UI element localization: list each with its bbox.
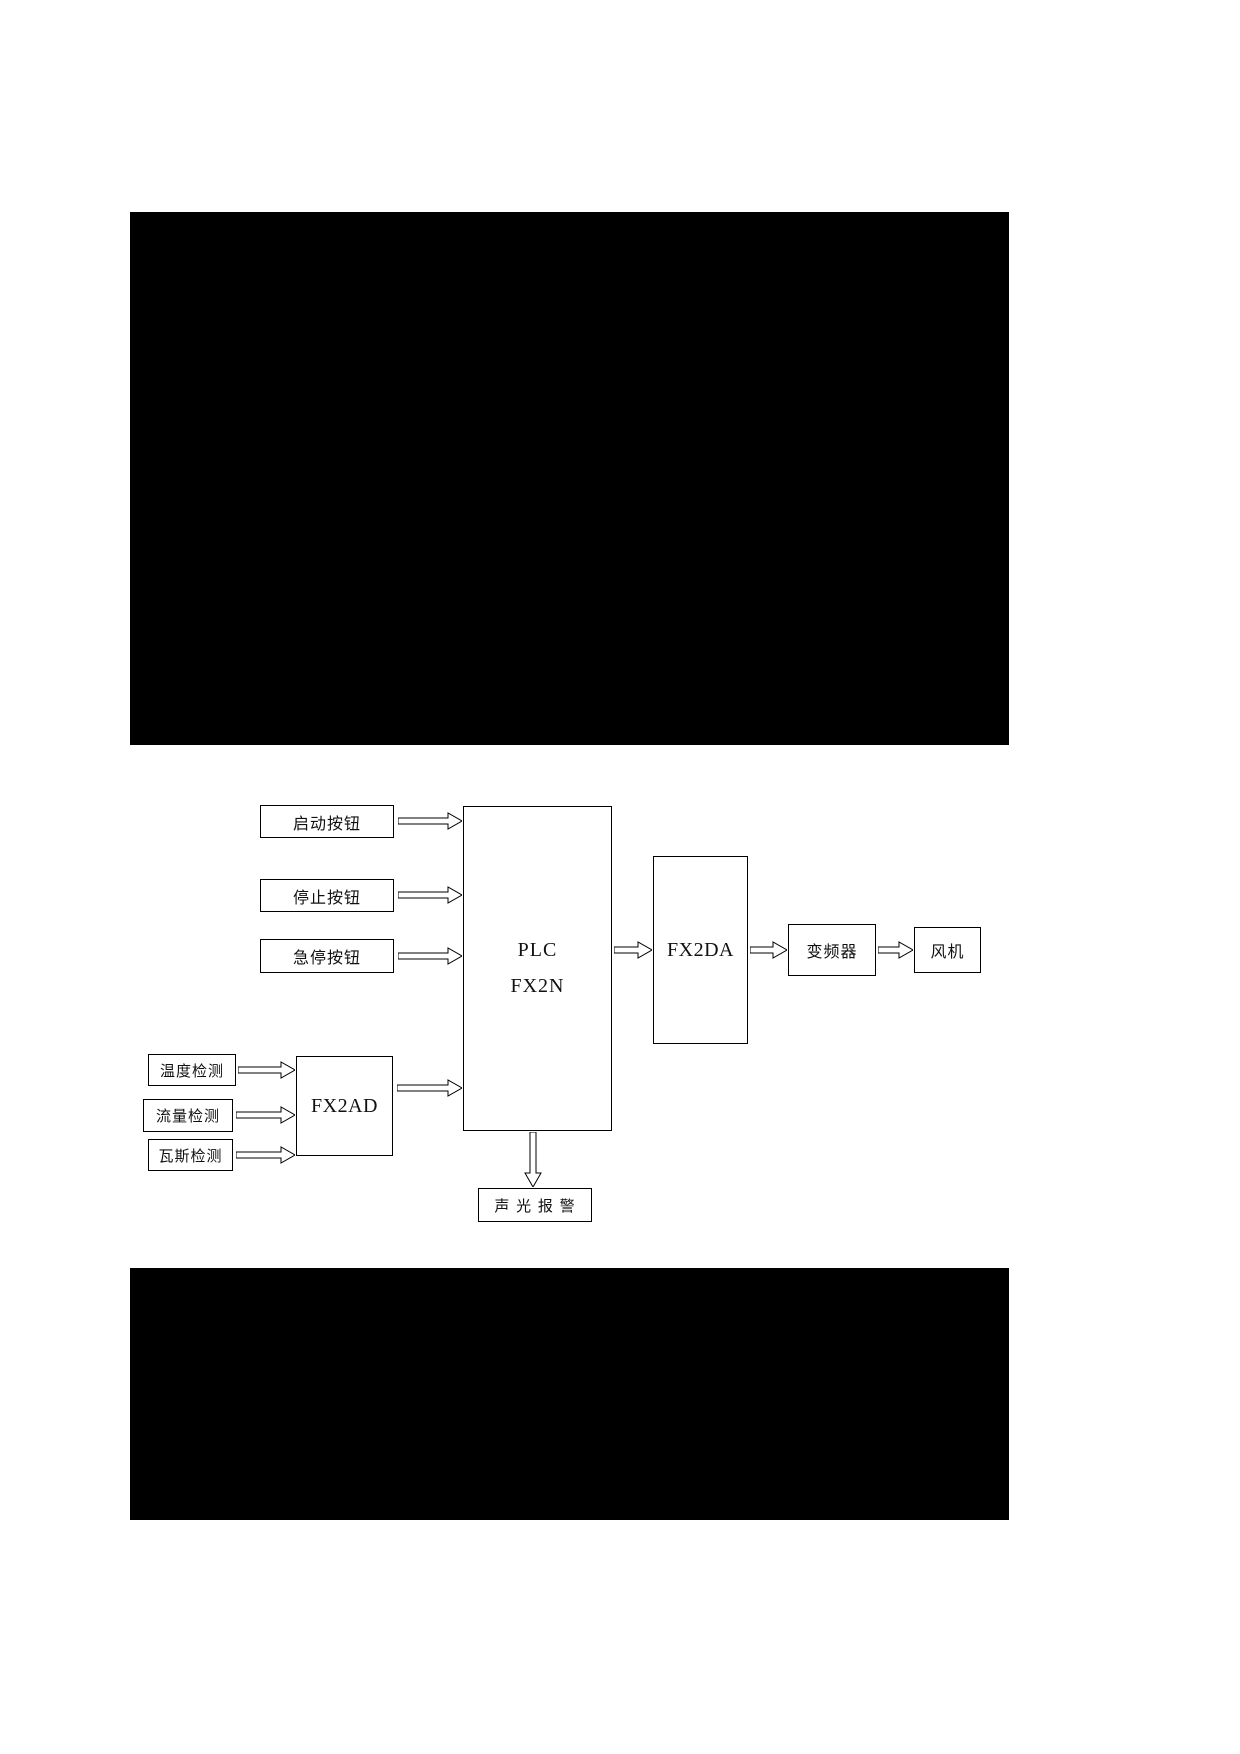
- node-fan-label: 风机: [930, 942, 965, 961]
- arrow-plc-to-fx2da-icon: [614, 941, 652, 959]
- node-fx2da-label: FX2DA: [667, 938, 734, 961]
- node-inverter-label: 变频器: [806, 942, 858, 961]
- redacted-block-top: [130, 212, 1009, 745]
- node-fx2ad: FX2AD: [296, 1056, 393, 1156]
- node-temperature-detection: 温度检测: [148, 1054, 236, 1086]
- node-plc: PLC FX2N: [463, 806, 612, 1131]
- node-stop-button-label: 停止按钮: [292, 887, 361, 907]
- arrow-emergency-stop-to-plc-icon: [398, 947, 462, 965]
- node-stop-button: 停止按钮: [260, 879, 394, 912]
- node-inverter: 变频器: [788, 924, 876, 976]
- arrow-gas-to-fx2ad-icon: [236, 1146, 295, 1164]
- node-sound-light-alarm-label: 声 光 报 警: [494, 1196, 576, 1215]
- node-start-button-label: 启动按钮: [292, 813, 361, 833]
- node-flow-detection: 流量检测: [143, 1099, 233, 1132]
- node-gas-detection: 瓦斯检测: [148, 1139, 233, 1171]
- arrow-inverter-to-fan-icon: [878, 941, 913, 959]
- node-flow-detection-label: 流量检测: [155, 1107, 220, 1125]
- node-fx2ad-label: FX2AD: [311, 1094, 378, 1117]
- arrow-stop-button-to-plc-icon: [398, 886, 462, 904]
- node-plc-label-line2: FX2N: [510, 975, 565, 997]
- redacted-block-bottom: [130, 1268, 1009, 1520]
- node-fx2da: FX2DA: [653, 856, 748, 1044]
- node-fan: 风机: [914, 927, 981, 973]
- node-gas-detection-label: 瓦斯检测: [158, 1146, 223, 1165]
- node-start-button: 启动按钮: [260, 805, 394, 838]
- node-sound-light-alarm: 声 光 报 警: [478, 1188, 592, 1222]
- node-emergency-stop-button: 急停按钮: [260, 939, 394, 973]
- arrow-flow-to-fx2ad-icon: [236, 1106, 295, 1124]
- arrow-fx2da-to-inverter-icon: [750, 941, 787, 959]
- node-temperature-detection-label: 温度检测: [159, 1061, 224, 1080]
- node-emergency-stop-button-label: 急停按钮: [292, 948, 361, 967]
- arrow-fx2ad-to-plc-icon: [397, 1079, 462, 1097]
- arrow-temperature-to-fx2ad-icon: [238, 1061, 295, 1079]
- arrow-start-button-to-plc-icon: [398, 812, 462, 830]
- arrow-plc-to-alarm-icon: [524, 1132, 542, 1187]
- node-plc-label-line1: PLC: [517, 939, 558, 961]
